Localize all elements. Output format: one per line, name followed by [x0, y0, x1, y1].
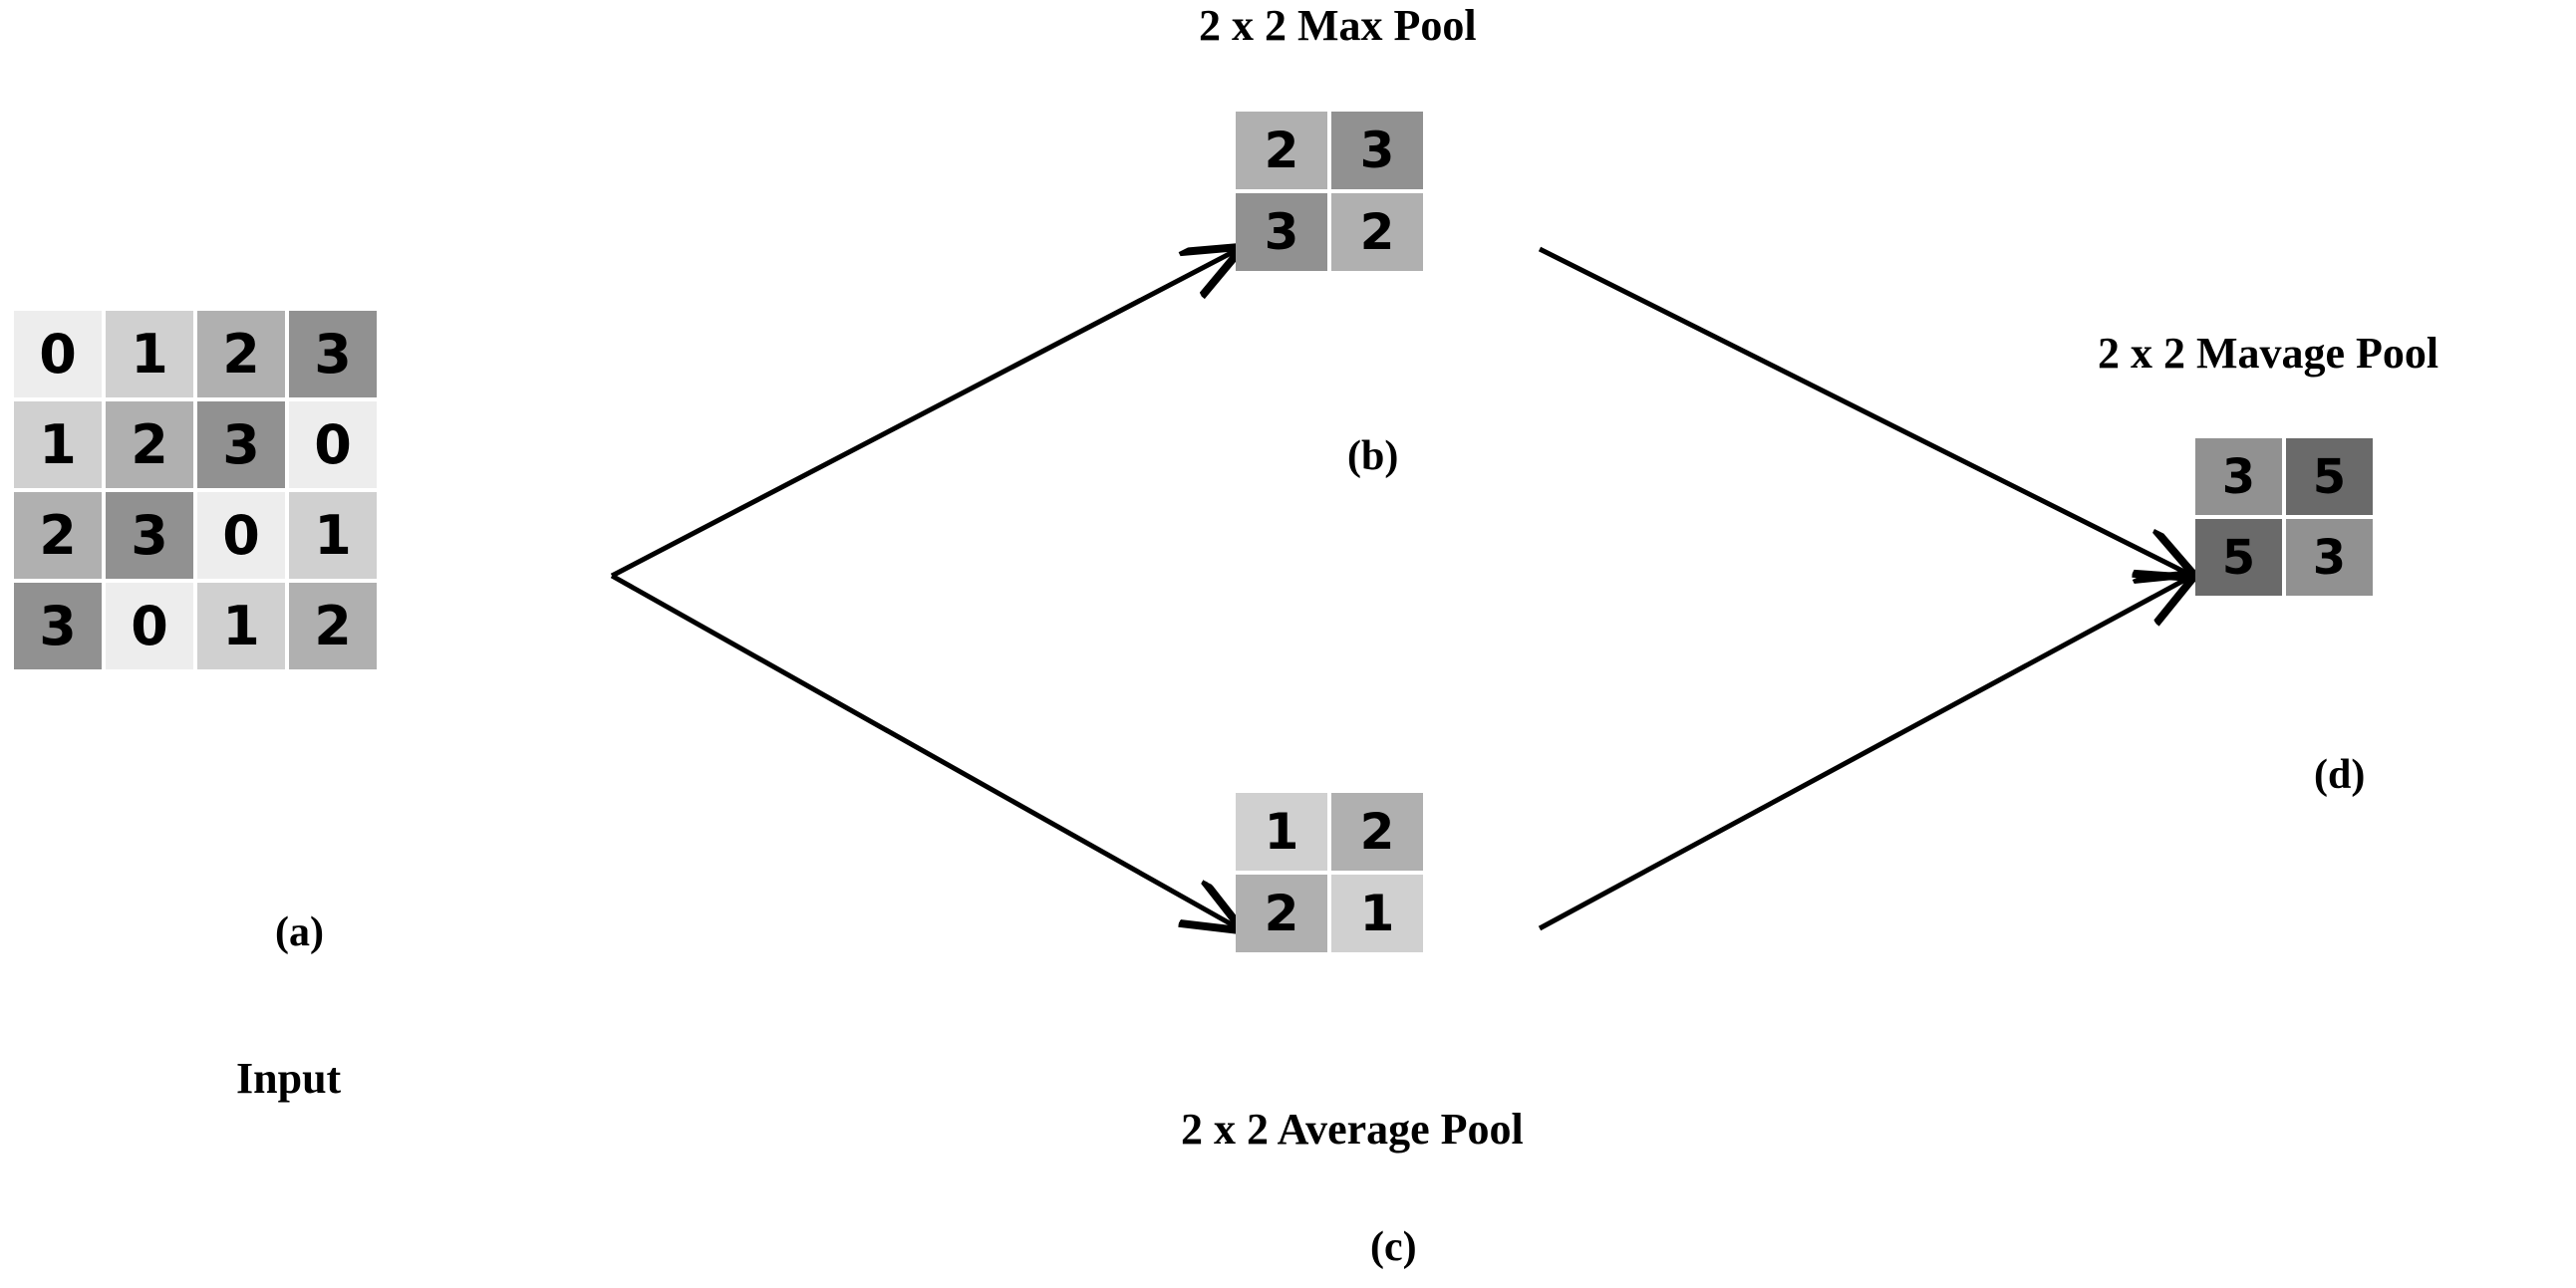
input-panel-letter: (a) [275, 909, 324, 955]
matrix-cell: 5 [2195, 519, 2282, 596]
matrix-cell: 3 [2286, 519, 2373, 596]
matrix-cell: 3 [1331, 112, 1423, 189]
mavage-pool-panel-letter: (d) [2314, 752, 2366, 798]
matrix-cell: 0 [289, 401, 377, 488]
matrix-cell: 2 [106, 401, 193, 488]
edge-input-to-averagepool [610, 573, 1239, 928]
matrix-cell: 1 [1236, 793, 1327, 871]
matrix-cell: 3 [289, 311, 377, 397]
mavage-pool-title: 2 x 2 Mavage Pool [2098, 329, 2439, 378]
matrix-cell: 1 [106, 311, 193, 397]
edge-input-to-maxpool [610, 249, 1239, 579]
matrix-cell: 1 [1331, 875, 1423, 952]
matrix-cell: 2 [1236, 112, 1327, 189]
matrix-cell: 2 [1331, 193, 1423, 271]
max-pool-panel-letter: (b) [1347, 433, 1399, 479]
matrix-cell: 2 [197, 311, 285, 397]
matrix-cell: 1 [197, 583, 285, 669]
matrix-cell: 0 [14, 311, 102, 397]
average-pool-title: 2 x 2 Average Pool [1181, 1105, 1524, 1154]
matrix-cell: 3 [1236, 193, 1327, 271]
matrix-cell: 0 [197, 492, 285, 579]
matrix-cell: 1 [289, 492, 377, 579]
input-label: Input [236, 1054, 342, 1103]
matrix-cell: 3 [106, 492, 193, 579]
edge-averagepool-to-mavagepool [1538, 576, 2192, 931]
max-pool-title: 2 x 2 Max Pool [1199, 1, 1477, 50]
matrix-cell: 2 [1236, 875, 1327, 952]
matrix-cell: 3 [197, 401, 285, 488]
matrix-cell: 3 [14, 583, 102, 669]
edge-maxpool-to-mavagepool [1538, 246, 2192, 576]
matrix-cell: 2 [289, 583, 377, 669]
matrix-cell: 2 [14, 492, 102, 579]
matrix-cell: 5 [2286, 438, 2373, 515]
matrix-cell: 3 [2195, 438, 2282, 515]
matrix-cell: 0 [106, 583, 193, 669]
matrix-cell: 2 [1331, 793, 1423, 871]
average-pool-panel-letter: (c) [1370, 1224, 1417, 1270]
matrix-cell: 1 [14, 401, 102, 488]
